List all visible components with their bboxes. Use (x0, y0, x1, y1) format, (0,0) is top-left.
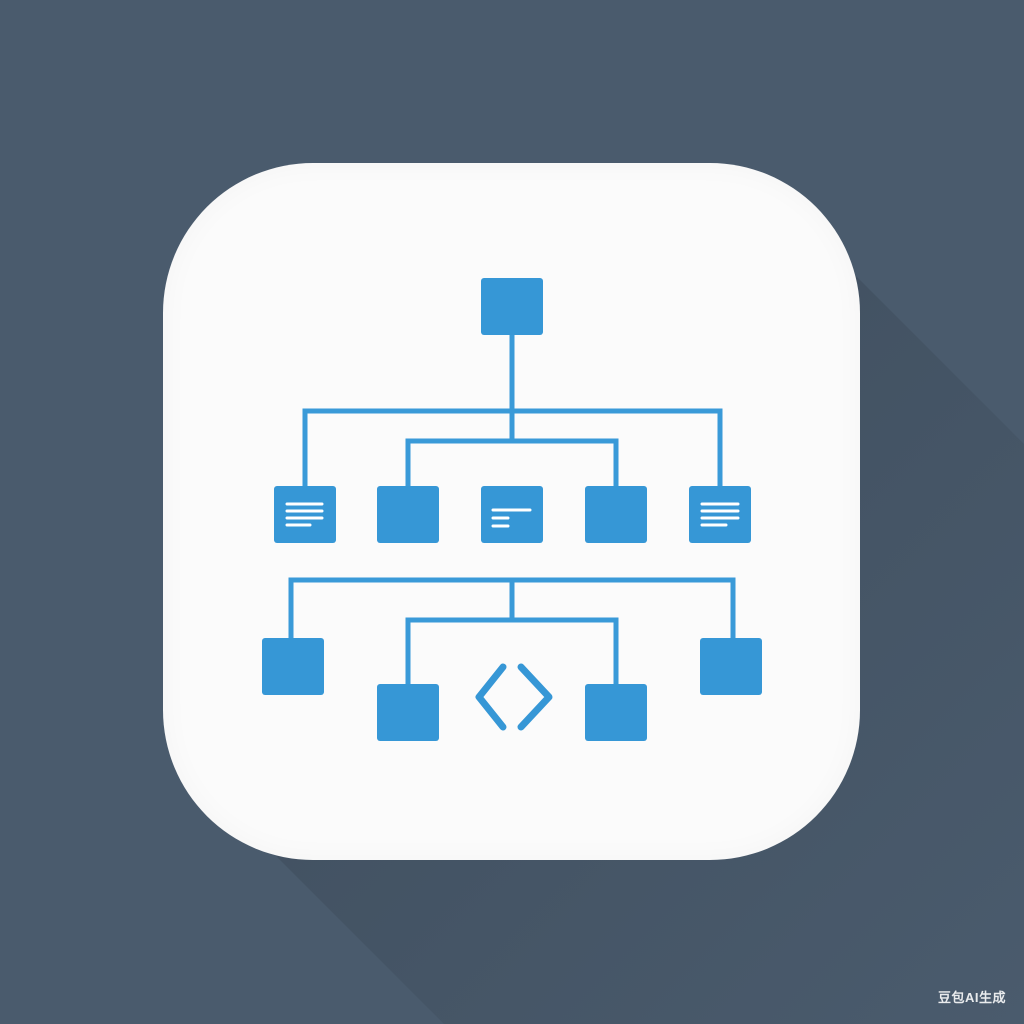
doc-node-right (689, 486, 751, 543)
doc-node-center (481, 486, 543, 543)
code-brackets-icon (475, 663, 553, 731)
node-bottom-right (585, 684, 647, 741)
node-second-row-4 (585, 486, 647, 543)
node-second-row-2 (377, 486, 439, 543)
connector-lines (288, 332, 736, 687)
node-third-row-left (262, 638, 324, 695)
node-third-row-right (700, 638, 762, 695)
watermark-label: 豆包AI生成 (937, 990, 1006, 1005)
node-bottom-left (377, 684, 439, 741)
root-node (481, 278, 543, 335)
long-shadow (220, 220, 1024, 1024)
doc-node-left (274, 486, 336, 543)
